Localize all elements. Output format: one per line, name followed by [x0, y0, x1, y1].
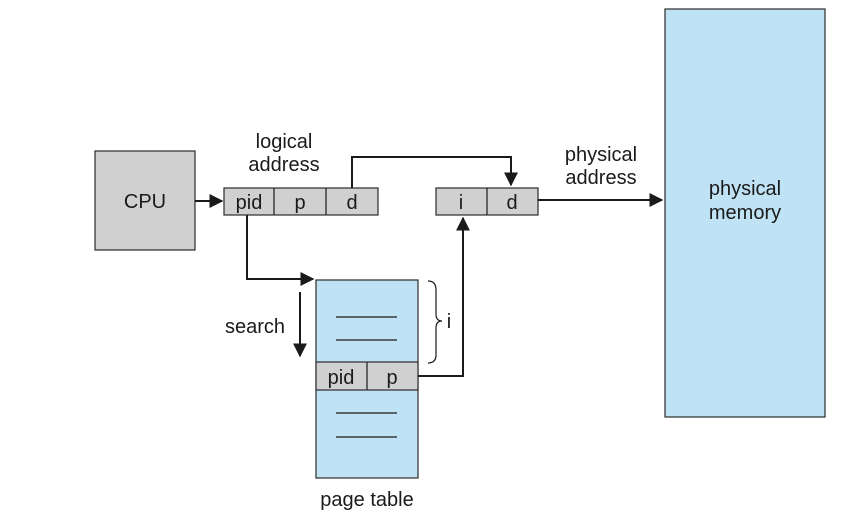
- entry-to-index-arrow: [418, 216, 470, 377]
- entry-field-pid: pid: [328, 367, 355, 389]
- physical-field-i: i: [459, 192, 463, 214]
- physical-address-label-1: physical: [565, 144, 637, 166]
- physical-address-label-2: address: [565, 167, 636, 189]
- pid-to-page-table-arrow: [246, 215, 315, 286]
- cpu-box: CPU: [94, 150, 196, 251]
- logical-field-p: p: [294, 192, 305, 214]
- logical-address-label-1: logical: [256, 131, 313, 153]
- physical-memory-label-1: physical: [709, 178, 781, 200]
- page-table: pid p: [315, 279, 419, 479]
- logical-address-label-2: address: [248, 154, 319, 176]
- physical-memory-label-2: memory: [709, 202, 781, 224]
- page-table-matching-entry: pid p: [315, 361, 419, 391]
- cpu-label: CPU: [124, 191, 166, 213]
- search-label: search: [225, 316, 285, 338]
- physical-field-d: d: [506, 192, 517, 214]
- offset-copy-arrow: [351, 156, 518, 188]
- entry-field-p: p: [386, 367, 397, 389]
- page-table-label: page table: [320, 489, 413, 511]
- index-brace: [427, 280, 443, 364]
- physical-memory-box: physical memory: [664, 8, 826, 418]
- logical-field-d: d: [346, 192, 357, 214]
- physical-address-register: i d: [435, 187, 539, 216]
- logical-field-pid: pid: [236, 192, 263, 214]
- logical-address-register: pid p d: [223, 187, 379, 216]
- index-label: i: [447, 311, 451, 333]
